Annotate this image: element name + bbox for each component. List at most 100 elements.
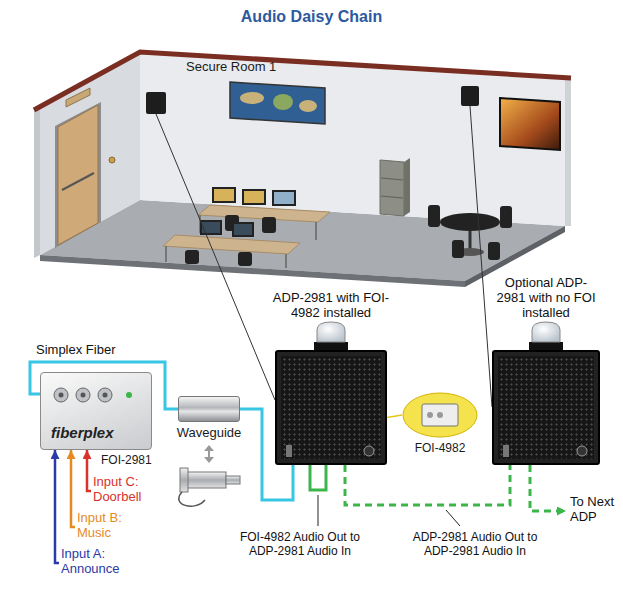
adp-speaker: Optional ADP-2981 with no FOI installed: [492, 350, 600, 465]
input-text: Input A: Announce: [61, 546, 127, 576]
input-label: Input C: Doorbell: [93, 474, 153, 508]
status-led: [126, 392, 132, 398]
room-illustration: [34, 52, 571, 287]
leader-lines: [318, 495, 460, 526]
input-arrow: [71, 450, 75, 527]
input-label: Input A: Announce: [61, 546, 127, 580]
monitor: [234, 224, 252, 235]
door-lamp: [66, 88, 90, 107]
map-land: [273, 94, 293, 110]
chain-target: To Next ADP: [566, 494, 623, 528]
monitor: [212, 187, 236, 203]
device-label: FOI-2981: [101, 453, 152, 467]
chair: [452, 240, 464, 258]
adp-controls: [494, 439, 598, 463]
input-arrow: [55, 450, 59, 563]
bnc-connector: [81, 393, 86, 398]
world-map: [230, 82, 325, 124]
foi-transmitter: fiberplexFOI-2981: [40, 372, 152, 450]
cabinet-drawer: [381, 178, 403, 180]
speaker-wire: [156, 114, 275, 400]
strobe-light: [314, 322, 563, 350]
desk-leg: [165, 246, 167, 262]
connector-icons: [49, 381, 145, 411]
strobe-base: [314, 342, 348, 350]
wall-speaker: [146, 92, 166, 114]
device-heading: Optional ADP-2981 with no FOI installed: [496, 275, 596, 320]
left-wall: [40, 52, 140, 255]
wire-note: ADP-2981 Audio Out to ADP-2981 Audio In: [405, 530, 545, 558]
chair: [428, 205, 440, 227]
foi-inset: FOI-4982: [402, 392, 478, 438]
chair: [185, 250, 199, 264]
waveguide-flange: [180, 468, 188, 492]
door-bar: [62, 173, 94, 190]
swap-arrow: [208, 450, 210, 458]
monitor: [244, 191, 264, 203]
edge-label: Simplex Fiber: [34, 342, 117, 357]
callout-line: [387, 415, 402, 418]
back-wall: [140, 52, 565, 226]
callout-ellipse: [402, 392, 478, 438]
monitor: [272, 190, 296, 206]
strobe-base: [529, 342, 563, 350]
wall-edge: [34, 107, 40, 258]
target-text: To Next ADP: [570, 494, 623, 524]
waveguide-body: [186, 472, 226, 488]
chair: [238, 252, 252, 266]
leader-line: [318, 495, 319, 526]
wall-edge: [565, 78, 571, 226]
monitor: [232, 222, 254, 237]
bnc-connector: [59, 393, 64, 398]
audio-chain: [345, 465, 510, 505]
bnc-connector: [103, 393, 108, 398]
map-land: [299, 100, 317, 112]
strobe-dome: [532, 322, 560, 342]
device-heading: ADP-2981 with FOI-4982 installed: [266, 290, 396, 320]
floor-edge: [40, 255, 465, 287]
power-switch: [503, 445, 509, 457]
wall-screen: [500, 98, 560, 150]
file-cabinet: [404, 158, 410, 216]
wall-speaker: [461, 86, 479, 106]
audio-chain: [530, 465, 566, 511]
callout-ellipse: [403, 393, 477, 437]
monitor: [242, 189, 266, 205]
desk: [163, 235, 300, 254]
secure-room: Secure Room 1: [40, 52, 571, 287]
module-port: [437, 412, 443, 418]
diagram-title: Audio Daisy Chain: [0, 8, 623, 26]
chair: [488, 242, 500, 260]
swap-arrow: [204, 445, 214, 451]
door-sensor: [109, 157, 115, 163]
volume-knob: [577, 446, 587, 456]
module-port: [427, 412, 433, 418]
door-panel: [58, 105, 98, 245]
bnc-connector: [98, 388, 112, 402]
round-table: [440, 213, 500, 231]
swap-arrow: [204, 457, 214, 463]
waveguide-nut: [226, 476, 240, 484]
input-arrow: [87, 450, 91, 491]
waveguide: Waveguide: [178, 396, 240, 422]
adp-speaker: ADP-2981 with FOI-4982 installed: [275, 350, 387, 465]
volume-knob: [364, 446, 374, 456]
bnc-connector: [76, 388, 90, 402]
monitor: [274, 192, 294, 204]
desk-leg: [285, 254, 287, 268]
monitor: [214, 189, 234, 201]
strobe-dome: [317, 322, 345, 342]
adp-controls: [277, 439, 385, 463]
fiber-cable: [179, 492, 205, 506]
cabinet-drawer: [381, 196, 403, 198]
power-switch: [286, 445, 292, 457]
door-frame: [55, 102, 101, 248]
map-land: [240, 92, 264, 104]
part-label: Waveguide: [177, 425, 242, 440]
audio-loop-wire: [310, 465, 326, 490]
module-icon: [422, 404, 458, 426]
leader-line: [446, 510, 460, 526]
waveguide-parts: [179, 445, 240, 506]
chair: [500, 206, 512, 228]
